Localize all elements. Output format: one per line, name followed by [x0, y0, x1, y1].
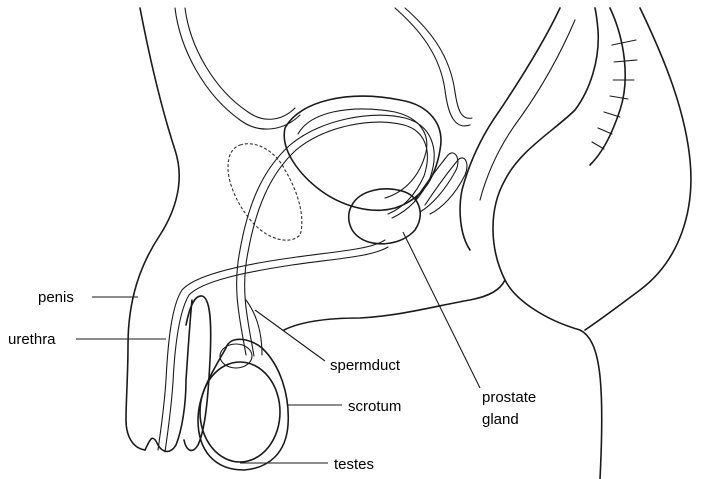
urethra-outer — [158, 240, 385, 450]
epididymis — [220, 344, 252, 368]
prostate — [349, 189, 420, 244]
scrotum-outline — [198, 339, 288, 470]
label-prostate-line2: gland — [482, 411, 519, 428]
intestine-curve-2 — [405, 8, 472, 118]
rectum-inner — [480, 20, 575, 200]
label-testes: testes — [334, 456, 374, 473]
peritoneum-curve-1 — [175, 8, 300, 129]
label-scrotum: scrotum — [348, 398, 401, 415]
peritoneum-curve-2 — [185, 8, 295, 119]
penis-inner-fold — [184, 296, 211, 451]
bladder — [284, 96, 441, 210]
vertebrae — [592, 40, 637, 149]
buttock-curve — [493, 8, 598, 280]
label-penis: penis — [38, 289, 74, 306]
seminal-vesicle — [415, 153, 458, 212]
spine-outline — [590, 8, 625, 165]
label-spermduct: spermduct — [330, 357, 401, 374]
thigh-outline — [284, 280, 602, 479]
rectum-outer — [460, 8, 560, 250]
label-urethra: urethra — [8, 331, 56, 348]
bladder-inner — [298, 109, 427, 198]
testis — [200, 362, 280, 462]
leader-spermduct — [255, 310, 325, 361]
body-outline-front — [126, 8, 179, 450]
back-outline — [585, 8, 691, 330]
spermduct-inner — [245, 122, 428, 356]
label-prostate-line1: prostate — [482, 389, 536, 406]
